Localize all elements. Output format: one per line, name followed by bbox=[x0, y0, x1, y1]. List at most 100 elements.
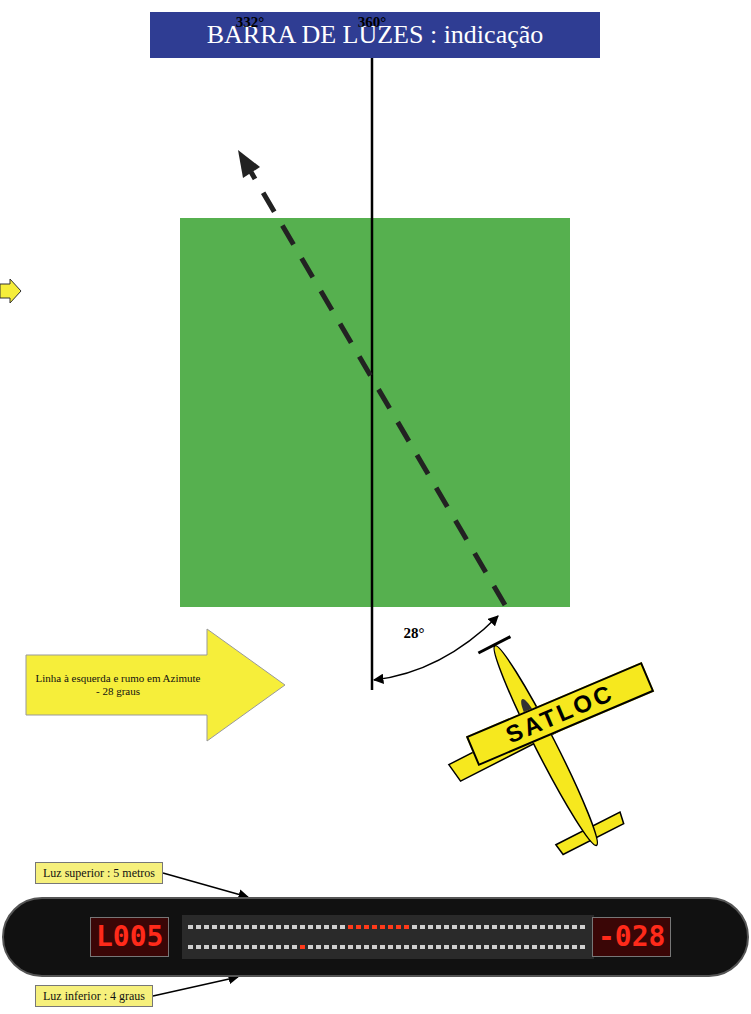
led bbox=[468, 945, 473, 949]
led bbox=[548, 945, 553, 949]
led bbox=[524, 925, 529, 929]
led bbox=[508, 925, 513, 929]
led bbox=[212, 925, 217, 929]
led bbox=[228, 945, 233, 949]
led bbox=[476, 945, 481, 949]
led bbox=[260, 925, 265, 929]
led bbox=[516, 945, 521, 949]
led bbox=[292, 925, 297, 929]
led bbox=[572, 925, 577, 929]
callout-box: Luz inferior : 4 graus bbox=[35, 985, 153, 1007]
led bbox=[572, 945, 577, 949]
pointer-arrow bbox=[0, 279, 21, 303]
course-line bbox=[251, 172, 505, 605]
led bbox=[412, 925, 417, 929]
led bbox=[220, 925, 225, 929]
led bbox=[428, 945, 433, 949]
airplane bbox=[410, 602, 681, 889]
callout-text: Luz superior : 5 metros bbox=[43, 865, 155, 881]
led bbox=[500, 925, 505, 929]
led bbox=[348, 925, 353, 929]
light-bar: L005-028 bbox=[2, 897, 749, 977]
led bbox=[340, 945, 345, 949]
led bbox=[476, 925, 481, 929]
led bbox=[276, 925, 281, 929]
led bbox=[188, 945, 193, 949]
led bbox=[228, 925, 233, 929]
led bbox=[220, 945, 225, 949]
led bbox=[484, 945, 489, 949]
led bbox=[316, 945, 321, 949]
led bbox=[380, 945, 385, 949]
led bbox=[556, 945, 561, 949]
course-arrowhead bbox=[238, 150, 260, 178]
led bbox=[532, 925, 537, 929]
led bbox=[580, 925, 585, 929]
led bbox=[388, 925, 393, 929]
led bbox=[444, 925, 449, 929]
led bbox=[260, 945, 265, 949]
led bbox=[428, 925, 433, 929]
led bbox=[540, 945, 545, 949]
led bbox=[188, 925, 193, 929]
led bbox=[508, 945, 513, 949]
led bbox=[276, 945, 281, 949]
led bbox=[516, 925, 521, 929]
led bbox=[356, 945, 361, 949]
led bbox=[204, 925, 209, 929]
led bbox=[372, 925, 377, 929]
led bbox=[292, 945, 297, 949]
led bbox=[236, 925, 241, 929]
callout-text: Luz inferior : 4 graus bbox=[43, 988, 145, 1004]
led bbox=[284, 945, 289, 949]
led bbox=[404, 945, 409, 949]
led bbox=[252, 945, 257, 949]
led bbox=[452, 945, 457, 949]
azimuth-arrow: Linha à esquerda e rumo em Azimute - 28 … bbox=[25, 628, 287, 742]
led bbox=[316, 925, 321, 929]
led bbox=[548, 925, 553, 929]
digital-display: L005 bbox=[90, 917, 169, 957]
led bbox=[396, 925, 401, 929]
led bbox=[348, 945, 353, 949]
led bbox=[524, 945, 529, 949]
led bbox=[332, 925, 337, 929]
led bbox=[444, 945, 449, 949]
led bbox=[492, 945, 497, 949]
led bbox=[468, 925, 473, 929]
heading-label: 360° bbox=[356, 14, 389, 31]
led bbox=[196, 945, 201, 949]
led bbox=[452, 925, 457, 929]
led bbox=[564, 945, 569, 949]
led bbox=[460, 925, 465, 929]
led bbox=[364, 925, 369, 929]
led bbox=[436, 925, 441, 929]
led bbox=[356, 925, 361, 929]
led bbox=[332, 945, 337, 949]
arrow-shape bbox=[25, 628, 287, 742]
led bbox=[372, 945, 377, 949]
led bbox=[340, 925, 345, 929]
led bbox=[532, 945, 537, 949]
led bbox=[300, 925, 305, 929]
led bbox=[196, 925, 201, 929]
led bbox=[420, 925, 425, 929]
led bbox=[308, 925, 313, 929]
led bbox=[540, 925, 545, 929]
led bbox=[492, 925, 497, 929]
led bbox=[308, 945, 313, 949]
led bbox=[380, 925, 385, 929]
led bbox=[420, 945, 425, 949]
heading-label: 332° bbox=[234, 14, 267, 31]
led bbox=[212, 945, 217, 949]
led bbox=[324, 925, 329, 929]
led bbox=[412, 945, 417, 949]
led bbox=[244, 945, 249, 949]
leader-arrow bbox=[153, 977, 238, 996]
led bbox=[324, 945, 329, 949]
led bbox=[244, 925, 249, 929]
led bbox=[564, 925, 569, 929]
led bbox=[204, 945, 209, 949]
led-panel bbox=[182, 915, 594, 959]
